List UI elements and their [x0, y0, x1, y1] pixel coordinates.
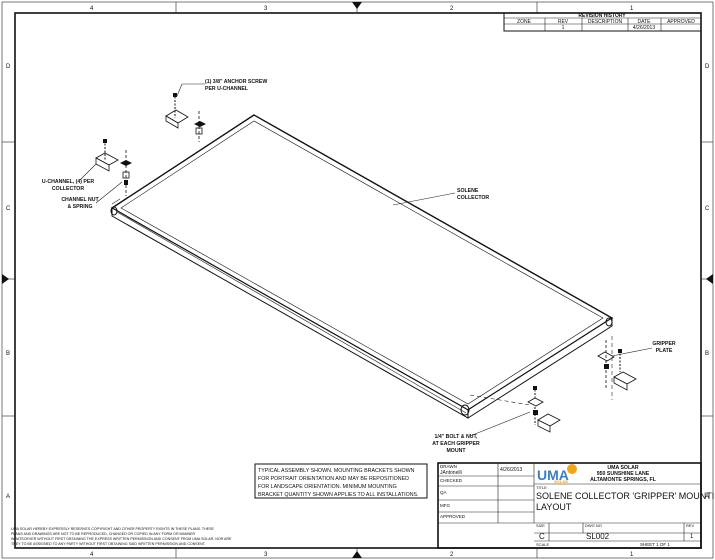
callout-text: U-CHANNEL, (4) PER: [42, 179, 94, 185]
callout-text: & SPRING: [67, 204, 92, 210]
revision-cell-date: 4/26/2013: [633, 25, 655, 31]
notice-line: UMA SOLAR HEREBY EXPRESSLY RESERVES COPY…: [11, 527, 215, 531]
callout-text: AT EACH GRIPPER: [432, 441, 480, 447]
sheet-number: SHEET 1 OF 1: [640, 542, 670, 547]
rev-value: 1: [690, 534, 694, 540]
gripper-plate-assembly: [597, 336, 637, 400]
revision-history-table: REVISION HISTORY ZONE REV DESCRIPTION DA…: [503, 12, 702, 32]
zone-labels-bottom: 4 3 2 1: [90, 552, 634, 558]
zone-label: 4: [90, 6, 94, 12]
callout-solene-collector: SOLENE COLLECTOR: [457, 188, 489, 201]
drawing-title: SOLENE COLLECTOR 'GRIPPER' MOUNTING: [536, 491, 715, 501]
revision-cell-rev: 1: [562, 25, 565, 31]
zone-label: 1: [630, 6, 634, 12]
drawn-label: DRAWN: [440, 464, 457, 469]
revision-header-zone: ZONE: [517, 19, 532, 25]
zone-label: A: [6, 494, 10, 500]
zone-label: 3: [264, 552, 268, 558]
bolt-nut-assembly: [469, 386, 561, 433]
note-line: FOR LANDSCAPE ORIENTATION. MINIMUM MOUNT…: [258, 484, 397, 490]
notice-line: PLANS AND DRAWINGS ARE NOT TO BE REPRODU…: [11, 532, 196, 536]
note-line: FOR PORTRAIT ORIENTATION AND MAY BE REPO…: [258, 476, 409, 482]
size-value: C: [539, 532, 545, 541]
scale-label: SCALE: [536, 542, 549, 547]
dwg-no-value: SL002: [586, 532, 610, 541]
company-address: 950 SUNSHINE LANE: [597, 471, 650, 477]
callout-text: GRIPPER: [652, 341, 676, 347]
zone-label: C: [705, 206, 710, 212]
zone-label: B: [6, 351, 10, 357]
solene-collector-panel: [110, 114, 614, 419]
approved-label: APPROVED: [440, 514, 466, 519]
uma-solar-logo: UMA SOLAR: [537, 464, 577, 484]
zone-label: 4: [90, 552, 94, 558]
drawing-title-line2: LAYOUT: [536, 502, 572, 512]
zone-label: D: [6, 64, 11, 70]
notice-line: THEY TO BE ASSIGNED TO ANY PARTY WITHOUT…: [11, 542, 206, 546]
callout-bolt-nut: 1/4" BOLT & NUT, AT EACH GRIPPER MOUNT: [432, 434, 480, 454]
callout-u-channel: U-CHANNEL, (4) PER COLLECTOR: [42, 179, 94, 192]
callout-text: 1/4" BOLT & NUT,: [435, 434, 479, 440]
callout-channel-nut: CHANNEL NUT & SPRING: [61, 197, 99, 210]
callout-text: CHANNEL NUT: [61, 197, 99, 203]
u-channel-left: [95, 139, 132, 196]
zone-label: D: [705, 64, 710, 70]
title-label: TITLE: [536, 485, 547, 490]
company-city: ALTAMONTE SPRINGS, FL: [590, 477, 657, 483]
u-channel-upper: [165, 93, 206, 142]
note-line: BRACKET QUANTITY SHOWN APPLIES TO ALL IN…: [258, 492, 419, 498]
callout-text: (1) 3/8" ANCHOR SCREW: [205, 79, 267, 85]
callout-gripper-plate: GRIPPER PLATE: [652, 341, 676, 354]
zone-label: 2: [450, 552, 454, 558]
zone-labels-top: 4 3 2 1: [90, 6, 634, 12]
callout-text: COLLECTOR: [52, 186, 84, 192]
notice-line: WHATSOEVER WITHOUT FIRST OBTAINING THE E…: [11, 537, 232, 541]
size-label: SIZE: [536, 523, 545, 528]
zone-label: C: [6, 206, 11, 212]
zone-label: A: [705, 494, 709, 500]
rev-label: REV: [686, 523, 695, 528]
dwg-no-label: DWG NO: [585, 523, 602, 528]
logo-sub: SOLAR: [554, 479, 568, 484]
callout-text: PLATE: [656, 348, 673, 354]
company-name: UMA SOLAR: [607, 465, 638, 471]
callout-text: MOUNT: [446, 448, 466, 454]
zone-labels-left: D C B A: [6, 64, 11, 500]
revision-header-description: DESCRIPTION: [588, 19, 623, 25]
proprietary-notice: UMA SOLAR HEREBY EXPRESSLY RESERVES COPY…: [11, 527, 232, 546]
title-block: DRAWN JAntonelli 4/26/2013 CHECKED QA MF…: [437, 462, 715, 549]
drawn-by: JAntonelli: [440, 470, 462, 476]
mfg-label: MFG: [440, 503, 450, 508]
note-line: TYPICAL ASSEMBLY SHOWN. MOUNTING BRACKET…: [258, 468, 415, 474]
qa-label: QA: [440, 490, 447, 495]
drawn-date: 4/26/2013: [500, 467, 522, 473]
revision-header-date: DATE: [638, 19, 652, 25]
assembly-note: TYPICAL ASSEMBLY SHOWN. MOUNTING BRACKET…: [254, 463, 428, 499]
zone-label: 2: [450, 6, 454, 12]
revision-header-approved: APPROVED: [667, 19, 695, 25]
callout-text: PER U-CHANNEL: [205, 86, 249, 92]
logo-text: UMA: [537, 467, 569, 483]
callout-leaders: [79, 83, 653, 437]
zone-label: 1: [630, 552, 634, 558]
zone-label: 3: [264, 6, 268, 12]
callout-text: SOLENE: [457, 188, 479, 194]
callout-anchor-screw: (1) 3/8" ANCHOR SCREW PER U-CHANNEL: [205, 79, 267, 92]
revision-header-rev: REV: [558, 19, 569, 25]
zone-labels-right: D C B A: [705, 64, 710, 500]
checked-label: CHECKED: [440, 478, 463, 483]
revision-history-title: REVISION HISTORY: [578, 13, 626, 19]
zone-label: B: [705, 351, 709, 357]
callout-text: COLLECTOR: [457, 195, 489, 201]
